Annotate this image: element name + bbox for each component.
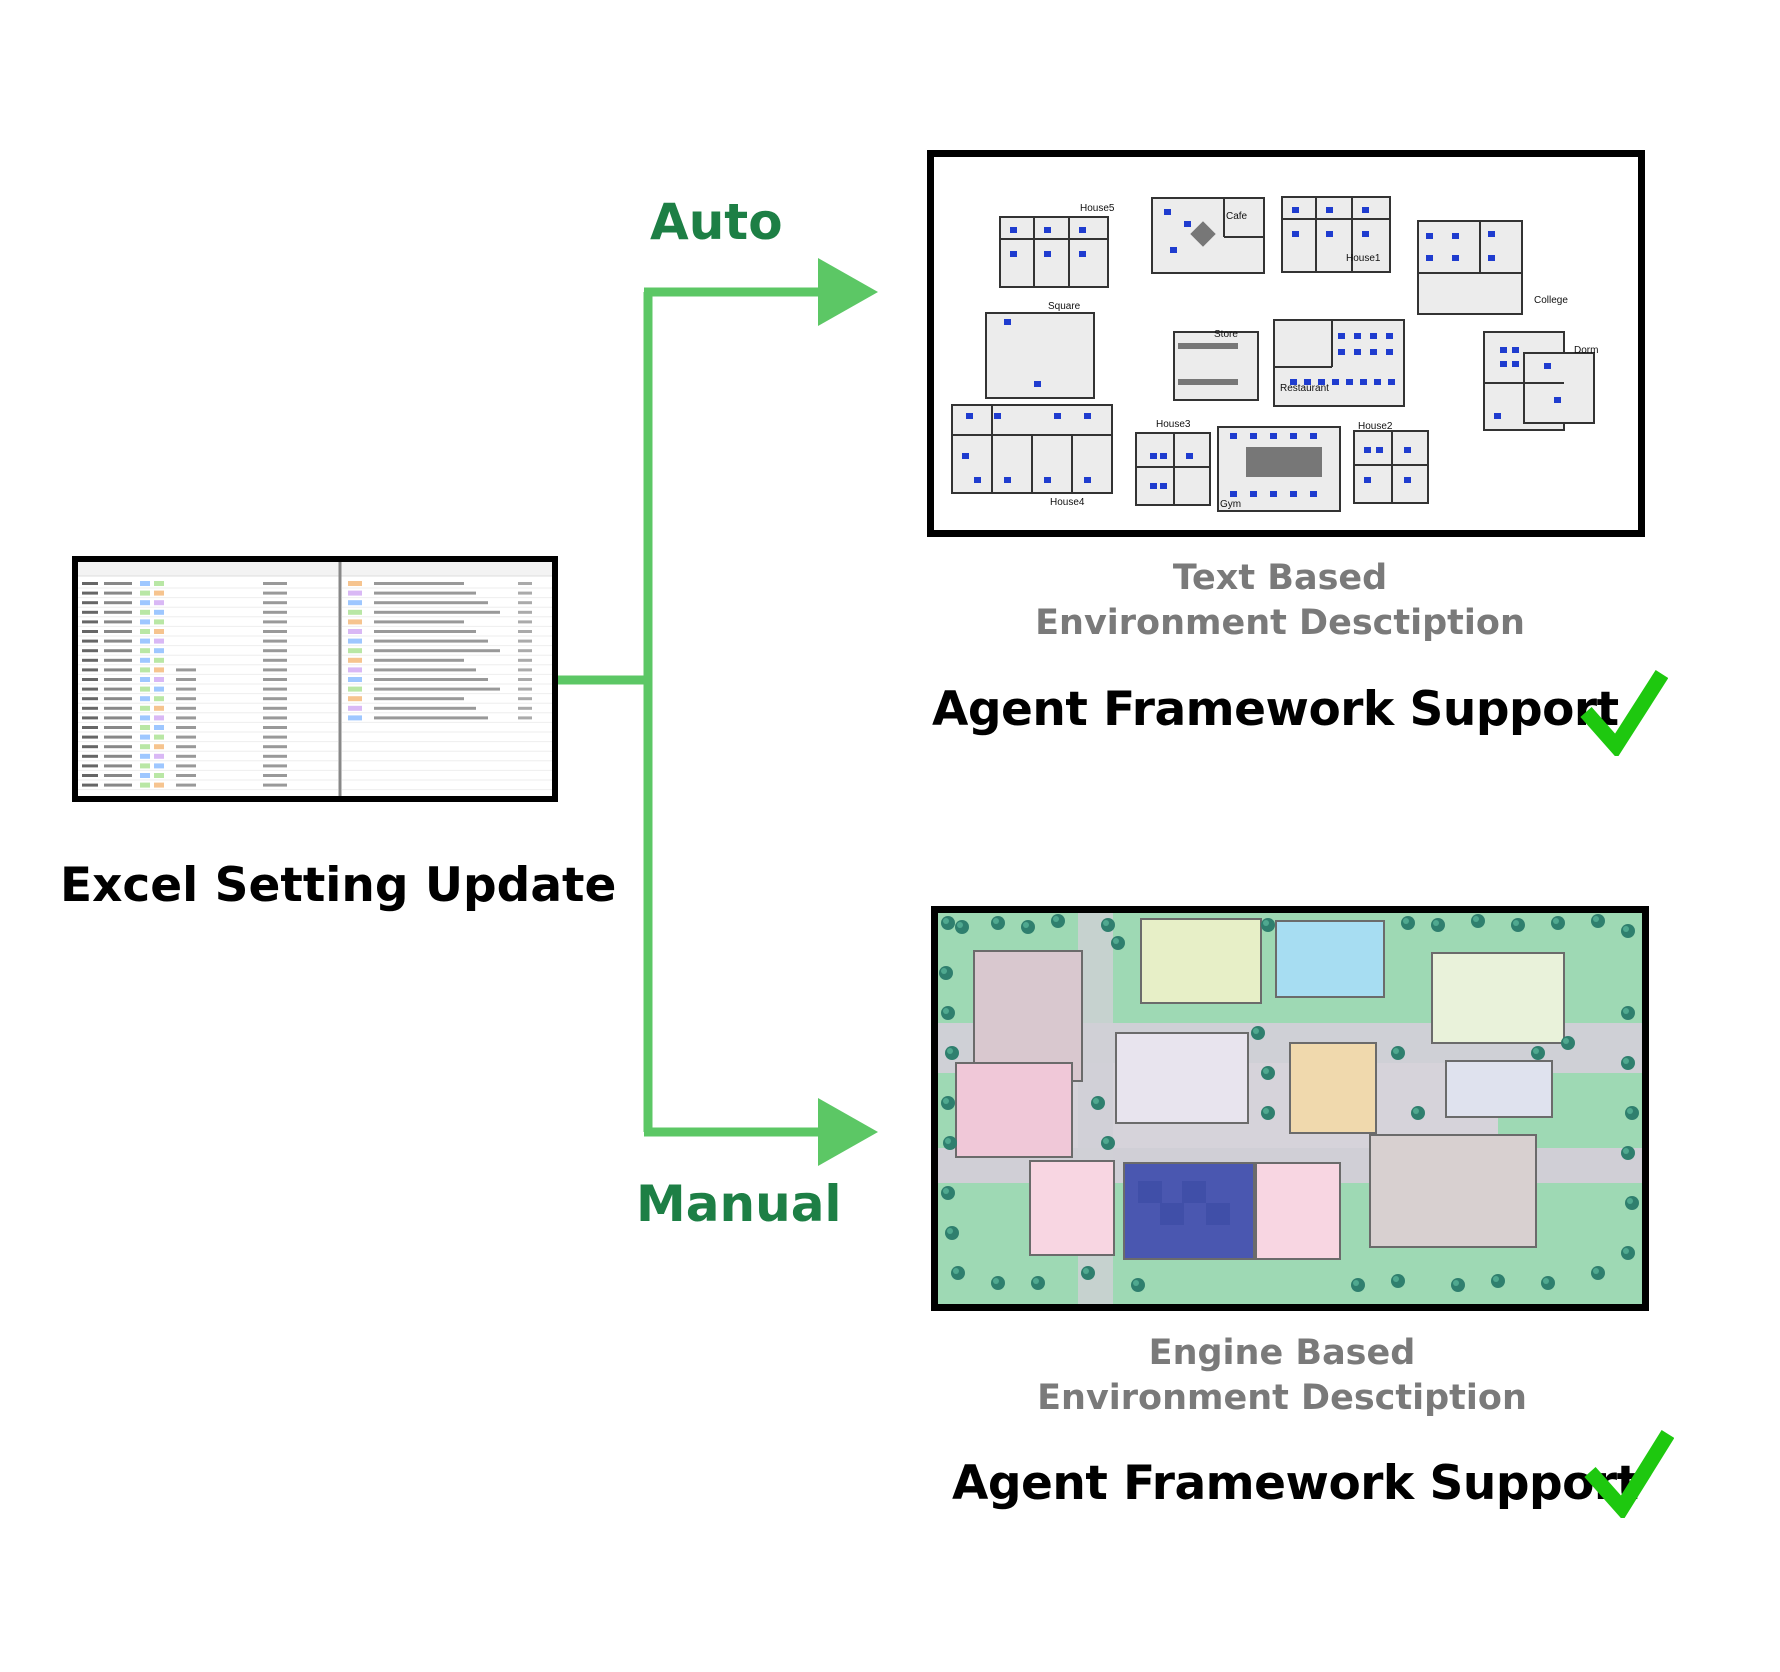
svg-text:Square: Square — [1048, 301, 1081, 312]
manual-arrow-head — [818, 1098, 878, 1166]
text-based-environment-map: House5 Cafe House1 College Square Store … — [927, 150, 1645, 537]
svg-text:Gym: Gym — [1220, 499, 1241, 510]
text-based-caption-line1: Text Based — [1172, 558, 1388, 598]
spreadsheet-grid — [78, 562, 552, 796]
svg-text:House1: House1 — [1346, 253, 1381, 264]
svg-text:House5: House5 — [1080, 203, 1115, 214]
svg-text:Cafe: Cafe — [1226, 211, 1248, 222]
text-based-caption: Text Based Environment Desctiption — [1020, 556, 1540, 646]
engine-based-caption-line2: Environment Desctiption — [1037, 1378, 1527, 1418]
engine-based-environment-map — [931, 906, 1649, 1311]
pixel-town-map — [938, 913, 1642, 1304]
excel-setting-update-title: Excel Setting Update — [60, 858, 617, 913]
checkmark-icon — [1584, 1430, 1674, 1518]
auto-arrow-head — [818, 258, 878, 326]
svg-text:Restaurant: Restaurant — [1280, 383, 1329, 394]
engine-based-caption: Engine Based Environment Desctiption — [1022, 1331, 1542, 1421]
svg-text:House4: House4 — [1050, 497, 1085, 508]
auto-label: Auto — [650, 193, 783, 251]
svg-text:House2: House2 — [1358, 421, 1393, 432]
svg-text:House3: House3 — [1156, 419, 1191, 430]
svg-text:Store: Store — [1214, 329, 1238, 340]
svg-text:Dorm: Dorm — [1574, 345, 1598, 356]
map-room-labels: House5 Cafe House1 College Square Store … — [1048, 203, 1598, 510]
text-based-caption-line2: Environment Desctiption — [1035, 603, 1525, 643]
excel-spreadsheet-thumbnail — [72, 556, 558, 802]
manual-label: Manual — [636, 1175, 842, 1233]
svg-text:College: College — [1534, 295, 1568, 306]
checkmark-icon — [1580, 669, 1668, 756]
floorplan-map: House5 Cafe House1 College Square Store … — [951, 196, 1598, 512]
engine-based-support-label: Agent Framework Support — [952, 1456, 1639, 1511]
text-based-support-label: Agent Framework Support — [932, 682, 1619, 737]
engine-based-caption-line1: Engine Based — [1148, 1333, 1416, 1373]
